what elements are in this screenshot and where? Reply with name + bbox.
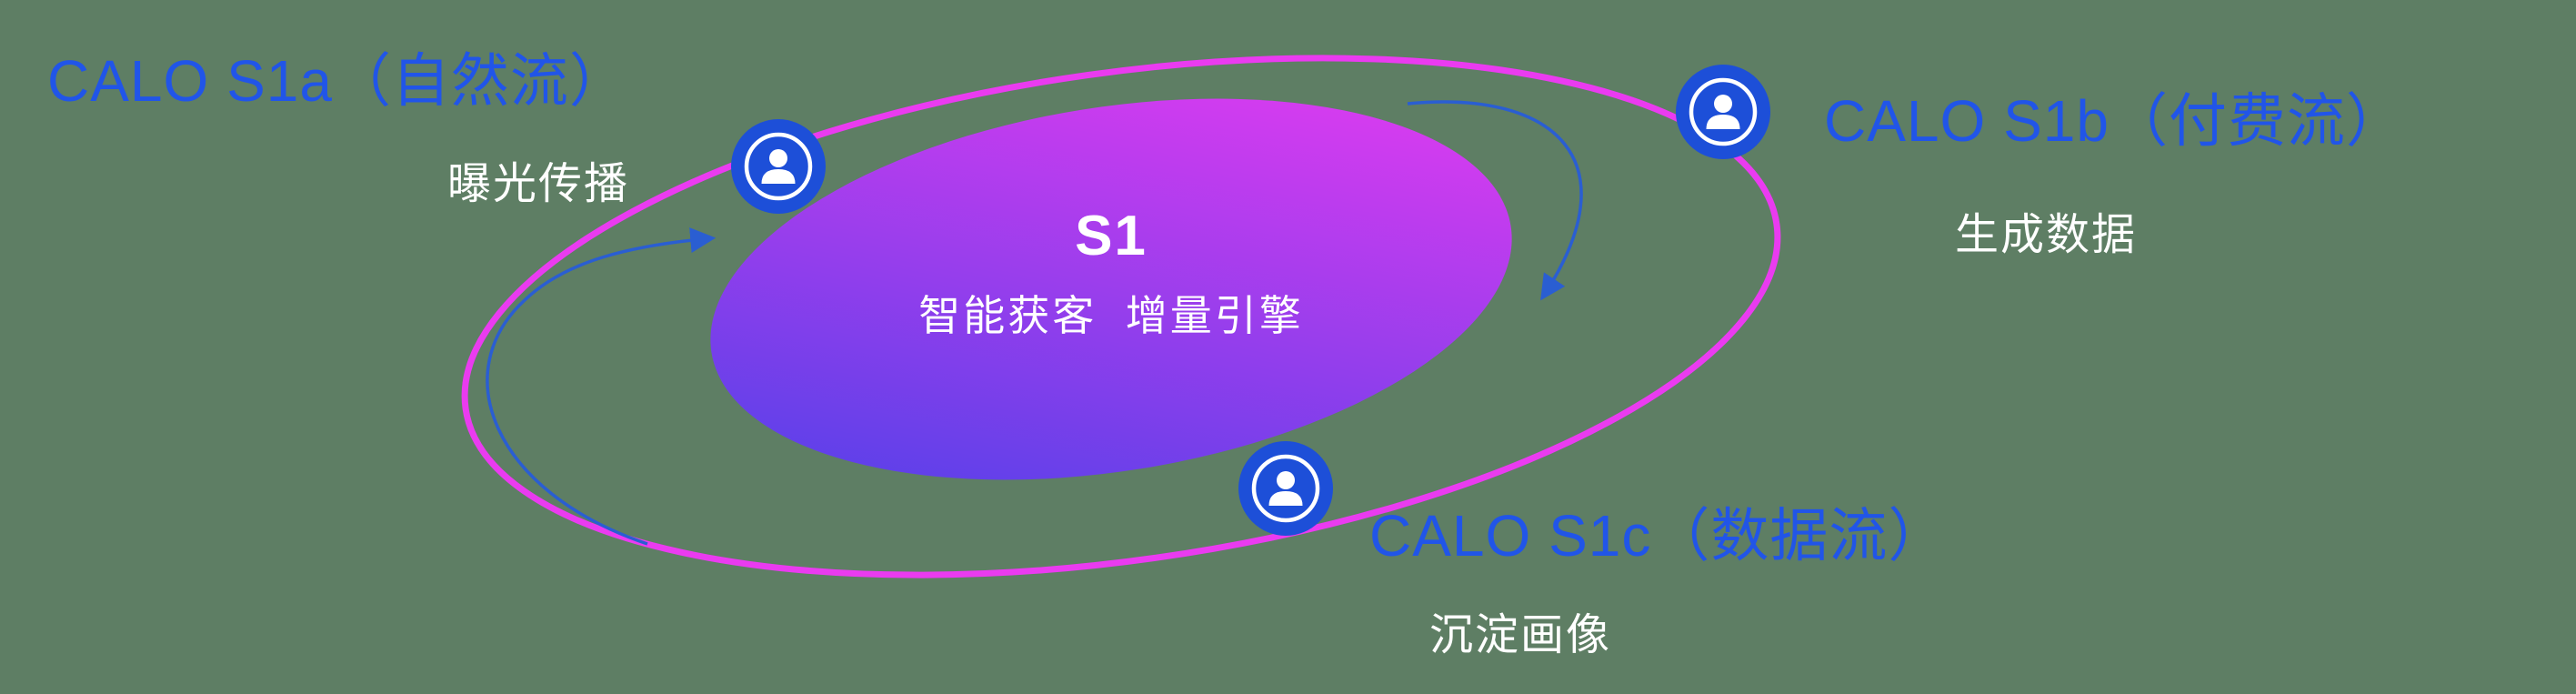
- node-s1c-sublabel: 沉淀画像: [1429, 611, 1612, 659]
- core-subtitle: 智能获客 增量引擎: [918, 292, 1304, 339]
- flow-arrow-right: [1407, 100, 1583, 301]
- node-s1c-label: CALO S1c（数据流）: [1369, 503, 1948, 568]
- core-ellipse: [710, 98, 1512, 480]
- core-title: S1: [1075, 205, 1148, 267]
- orbit-ring: [461, 55, 1781, 578]
- core-text-group: S1 智能获客 增量引擎: [829, 204, 1393, 343]
- user-icon: [1238, 441, 1333, 536]
- user-icon: [731, 119, 826, 214]
- flow-arrow-left: [486, 227, 717, 546]
- node-s1b-sublabel: 生成数据: [1955, 211, 2138, 259]
- node-s1b-label: CALO S1b（付费流）: [1824, 88, 2405, 154]
- node-s1a-sublabel: 曝光传播: [447, 160, 630, 208]
- node-s1a-label: CALO S1a（自然流）: [47, 48, 628, 114]
- user-icon: [1676, 65, 1770, 159]
